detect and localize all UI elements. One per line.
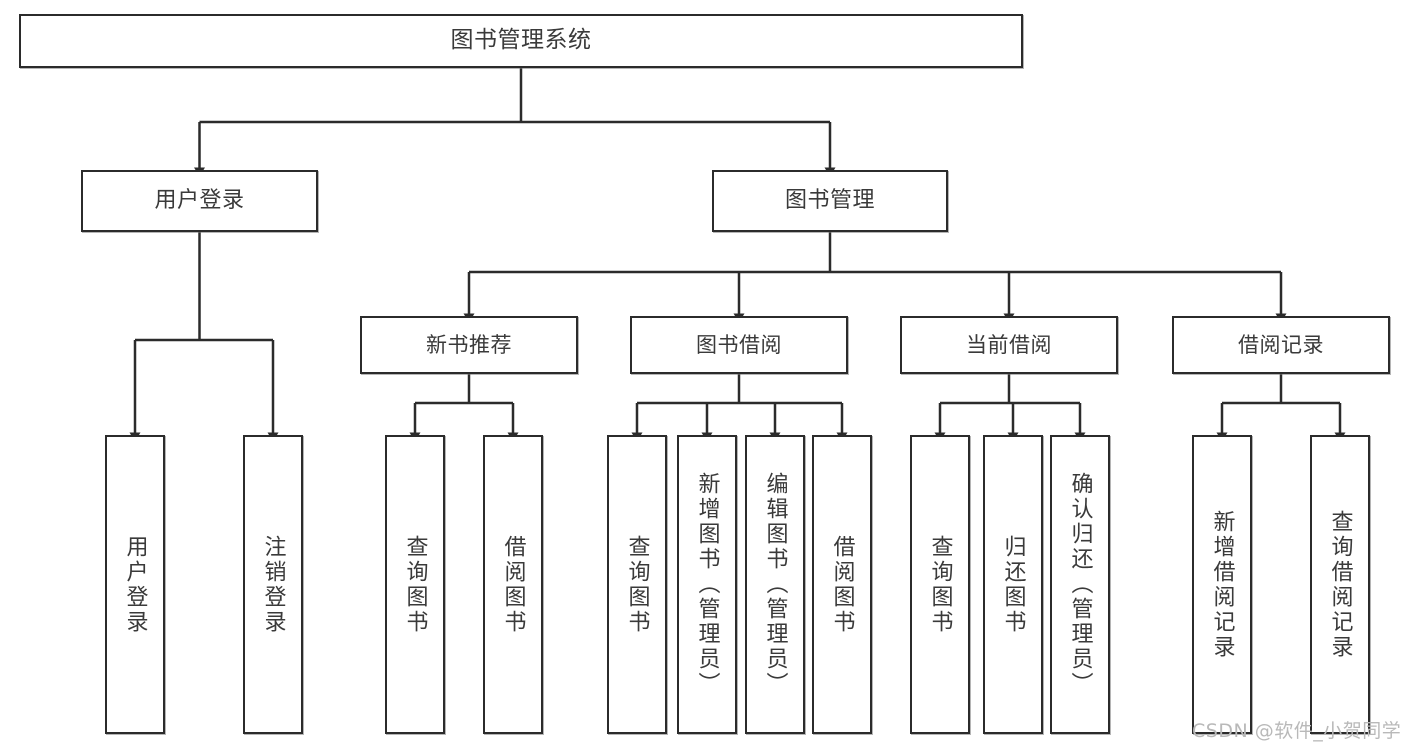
node-book-borrow[interactable]: 图书借阅 [630,316,848,374]
node-label: 图书管理系统 [450,27,592,54]
node-leaf-query-book-cur[interactable]: 查询图书 [910,435,970,734]
node-leaf-borrow-book[interactable]: 借阅图书 [812,435,872,734]
node-label: 查询图书 [624,534,650,635]
node-leaf-return-book[interactable]: 归还图书 [983,435,1043,734]
node-leaf-borrow-book-rec[interactable]: 借阅图书 [483,435,543,734]
node-current-borrow[interactable]: 当前借阅 [900,316,1118,374]
node-new-book-recommend[interactable]: 新书推荐 [360,316,578,374]
node-leaf-user-login[interactable]: 用户登录 [105,435,165,734]
node-label: 注销登录 [260,534,286,635]
node-label: 当前借阅 [966,332,1052,357]
node-leaf-query-book-rec[interactable]: 查询图书 [385,435,445,734]
node-label: 图书借阅 [696,332,782,357]
node-leaf-add-book[interactable]: 新增图书（管理员） [677,435,737,734]
node-root[interactable]: 图书管理系统 [19,14,1023,68]
node-leaf-add-record[interactable]: 新增借阅记录 [1192,435,1252,734]
node-label: 查询图书 [402,534,428,635]
node-book-management[interactable]: 图书管理 [712,170,948,232]
node-label: 新书推荐 [426,332,512,357]
node-leaf-logout[interactable]: 注销登录 [243,435,303,734]
node-label: 借阅记录 [1238,332,1324,357]
node-label: 新增图书（管理员） [694,472,720,697]
node-label: 确认归还（管理员） [1067,472,1093,697]
node-leaf-edit-book[interactable]: 编辑图书（管理员） [745,435,805,734]
node-label: 用户登录 [154,188,245,214]
node-borrow-record[interactable]: 借阅记录 [1172,316,1390,374]
node-leaf-query-record[interactable]: 查询借阅记录 [1310,435,1370,734]
node-label: 图书管理 [784,188,875,214]
node-leaf-confirm-return[interactable]: 确认归还（管理员） [1050,435,1110,734]
node-label: 查询图书 [927,534,953,635]
node-label: 借阅图书 [829,534,855,635]
node-leaf-query-book-borrow[interactable]: 查询图书 [607,435,667,734]
node-label: 归还图书 [1000,534,1026,635]
node-label: 用户登录 [122,534,148,635]
csdn-watermark: CSDN @软件_小贺同学 [1192,720,1402,742]
node-label: 新增借阅记录 [1209,509,1235,660]
node-label: 借阅图书 [500,534,526,635]
node-label: 编辑图书（管理员） [762,472,788,697]
node-user-login[interactable]: 用户登录 [81,170,318,232]
node-label: 查询借阅记录 [1327,509,1353,660]
